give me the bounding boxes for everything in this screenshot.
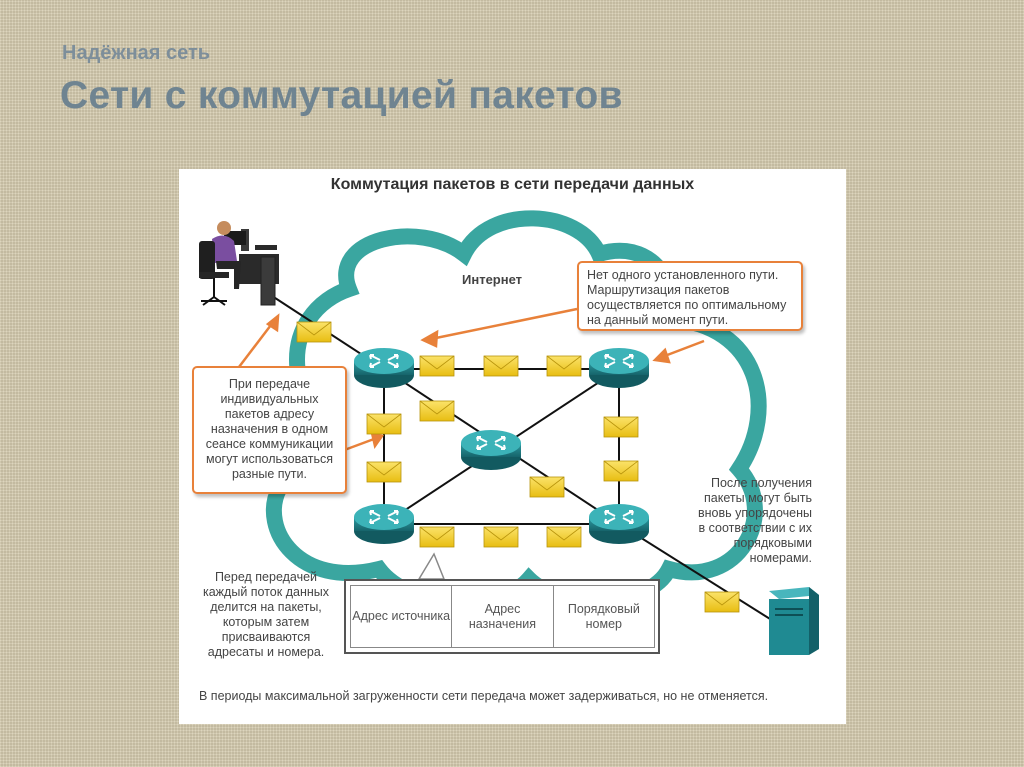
router-icon xyxy=(353,347,415,389)
envelope-icon xyxy=(366,413,402,435)
slide-title: Сети с коммутацией пакетов xyxy=(60,74,623,117)
envelope-icon xyxy=(529,476,565,498)
diagram-footer: В периоды максимальной загруженности сет… xyxy=(199,689,769,703)
router-icon xyxy=(588,503,650,545)
router-icon xyxy=(353,503,415,545)
cloud-label: Интернет xyxy=(462,272,523,287)
field-destination-address: Адрес назначения xyxy=(451,585,554,648)
envelope-icon xyxy=(603,460,639,482)
field-source-address: Адрес источника xyxy=(350,585,453,648)
envelope-icon xyxy=(419,400,455,422)
envelope-icon xyxy=(296,321,332,343)
callout-arrows xyxy=(238,307,705,454)
callout-different-paths: При передаче индивидуальных пакетов адре… xyxy=(192,366,347,494)
envelope-icon xyxy=(546,355,582,377)
slide-subtitle: Надёжная сеть xyxy=(62,42,211,64)
router-icon xyxy=(460,429,522,471)
server-icon xyxy=(769,587,819,655)
callout-no-fixed-path: Нет одного установленного пути. Маршрути… xyxy=(577,261,803,331)
envelope-icon xyxy=(603,416,639,438)
envelope-icon xyxy=(704,591,740,613)
packet-header-fields: Адрес источника Адрес назначения Порядко… xyxy=(344,579,660,654)
envelope-icon xyxy=(419,355,455,377)
envelope-icon xyxy=(483,355,519,377)
diagram-heading: Коммутация пакетов в сети передачи данны… xyxy=(330,176,695,193)
note-packetization: Перед передачей каждый поток данных дели… xyxy=(202,570,329,659)
user-at-computer-icon xyxy=(199,221,279,306)
note-reassembly: После получения пакеты могут быть вновь … xyxy=(698,476,812,565)
packet-pointer xyxy=(417,552,446,580)
router-icon xyxy=(588,347,650,389)
diagram-panel: Коммутация пакетов в сети передачи данны… xyxy=(179,169,846,724)
envelope-icon xyxy=(483,526,519,548)
envelope-icon xyxy=(546,526,582,548)
envelope-icon xyxy=(366,461,402,483)
envelope-icon xyxy=(419,526,455,548)
field-sequence-number: Порядковый номер xyxy=(552,585,655,648)
